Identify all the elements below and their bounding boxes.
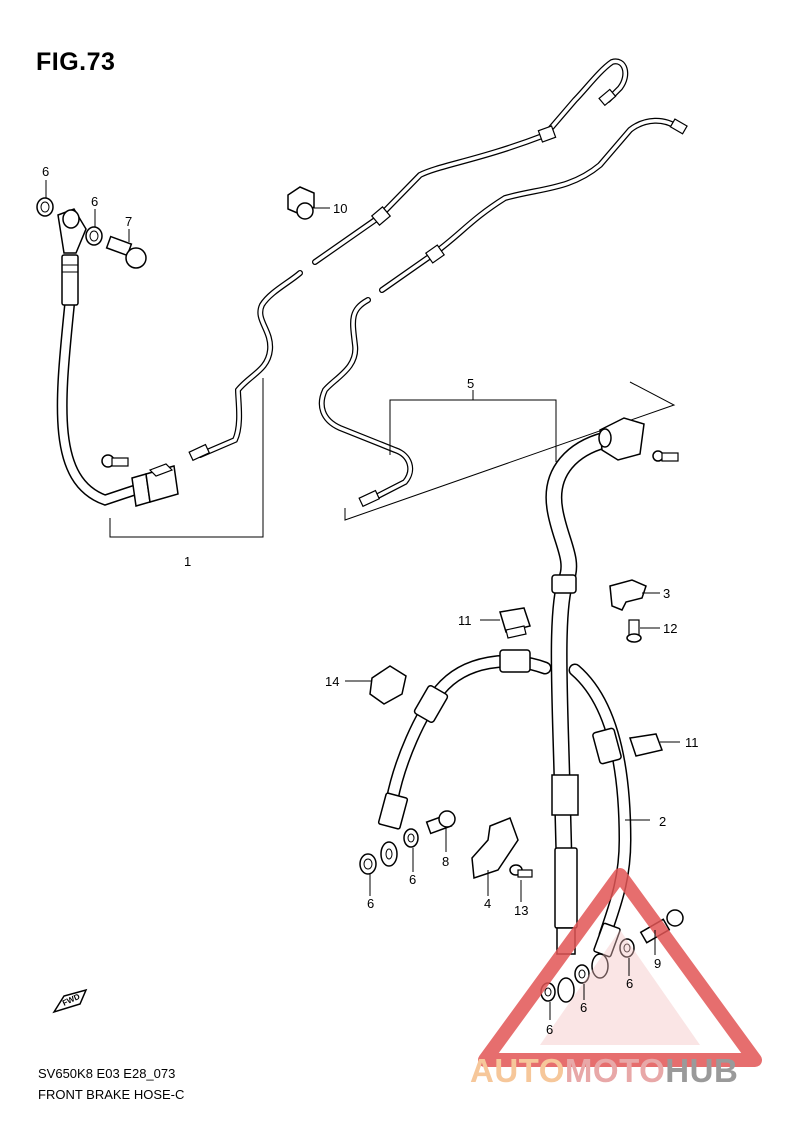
part-1-brake-hose-assembly	[56, 58, 629, 538]
part-5-brake-pipe	[318, 117, 688, 521]
bracket-icon	[471, 817, 519, 880]
figure-name: FRONT BRAKE HOSE-C	[38, 1087, 185, 1102]
callout-14: 14	[325, 674, 339, 689]
callout-12: 12	[663, 621, 677, 636]
washer-icon	[403, 828, 419, 848]
block-bolt-icon	[101, 454, 129, 468]
callout-11: 11	[458, 613, 472, 628]
hose-guide-icon	[609, 579, 647, 611]
callout-6: 6	[409, 872, 416, 887]
banjo-fitting-icon	[557, 953, 609, 1003]
leader-lines	[45, 180, 680, 1020]
figure-title: FIG.73	[36, 48, 116, 76]
callouts: 1 2 3 4 5 6 6 6 6 6 6 6 7 8 9 10 11 11 1…	[42, 164, 699, 1037]
washer-icon	[85, 226, 103, 246]
callout-6: 6	[546, 1022, 553, 1037]
callout-6: 6	[42, 164, 49, 179]
callout-6: 6	[367, 896, 374, 911]
callout-10: 10	[333, 201, 347, 216]
bolt-icon	[626, 619, 642, 643]
fwd-arrow-icon: FWD	[52, 988, 88, 1014]
washer-icon	[619, 938, 635, 958]
bolt-icon	[509, 864, 533, 878]
watermark-part1: AUTO	[470, 1052, 565, 1089]
callout-6: 6	[626, 976, 633, 991]
washer-icon	[36, 197, 54, 217]
hose-clamp-icon	[287, 186, 315, 220]
callout-2: 2	[659, 814, 666, 829]
part-2-brake-hose	[568, 663, 650, 958]
callout-9: 9	[654, 956, 661, 971]
washer-icon	[574, 964, 590, 984]
hose-clip-icon	[369, 665, 407, 705]
callout-7: 7	[125, 214, 132, 229]
banjo-bolt-icon	[105, 235, 147, 269]
hose-clamp-icon	[629, 733, 664, 757]
callout-8: 8	[442, 854, 449, 869]
watermark-part3: HUB	[665, 1052, 739, 1089]
watermark-logo: AUTOMOTOHUB	[470, 1052, 738, 1090]
callout-5: 5	[467, 376, 474, 391]
callout-6: 6	[580, 1000, 587, 1015]
banjo-bolt-icon	[425, 810, 456, 835]
callout-6: 6	[91, 194, 98, 209]
top-bolt-icon	[652, 450, 679, 462]
washer-icon	[359, 853, 377, 875]
callout-11: 11	[685, 735, 699, 750]
left-lower-brake-hose	[377, 649, 552, 867]
right-brake-hose	[545, 417, 679, 955]
callout-13: 13	[514, 903, 528, 918]
callout-4: 4	[484, 896, 491, 911]
hose-clamp-icon	[499, 607, 531, 639]
callout-1: 1	[184, 554, 191, 569]
callout-3: 3	[663, 586, 670, 601]
figure-code: SV650K8 E03 E28_073	[38, 1066, 176, 1081]
watermark-triangle-icon	[478, 868, 762, 1067]
watermark-part2: MOTO	[564, 1052, 666, 1089]
